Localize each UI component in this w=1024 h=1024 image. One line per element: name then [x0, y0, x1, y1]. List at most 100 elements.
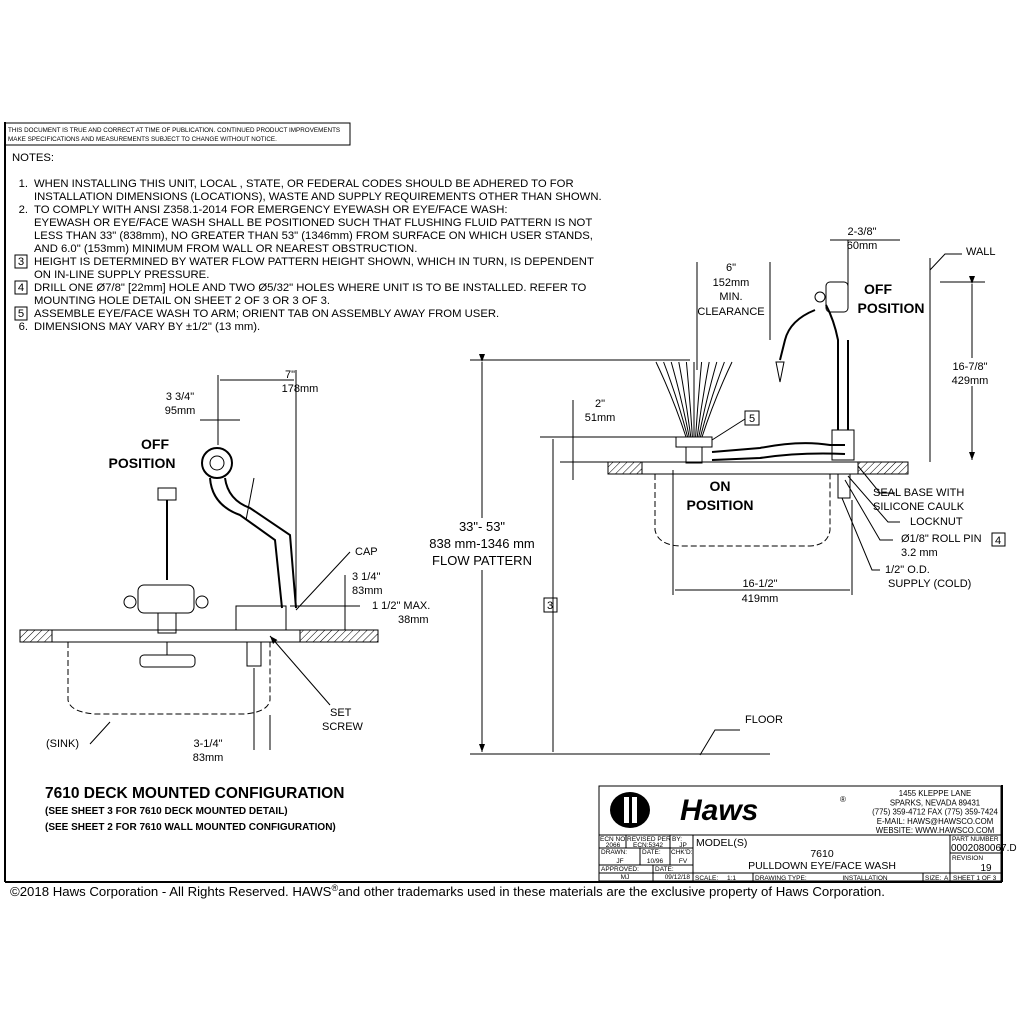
off-position-label: OFF: [141, 436, 169, 452]
part-number-label: PART NUMBER: [952, 836, 999, 843]
address-line: (775) 359-4712 FAX (775) 359-7424: [872, 808, 998, 817]
note-line: DRILL ONE Ø7/8" [22mm] HOLE AND TWO Ø5/3…: [34, 282, 587, 294]
roll-pin-label: 3.2 mm: [901, 547, 938, 559]
drawing-type-label: DRAWING TYPE:: [755, 875, 807, 882]
dimension-label: CLEARANCE: [697, 306, 764, 318]
approved-date-value: 09/12/18: [665, 874, 691, 881]
by-value: JP: [679, 842, 687, 849]
address-line: WEBSITE: WWW.HAWSCO.COM: [876, 826, 994, 835]
scale-value: 1:1: [727, 875, 736, 882]
note-marker: 6.: [19, 321, 28, 333]
configuration-title: 7610 DECK MOUNTED CONFIGURATION: [45, 785, 344, 802]
approved-date-label: DATE:: [655, 866, 674, 873]
model-description: PULLDOWN EYE/FACE WASH: [748, 860, 896, 872]
spray-stream: [663, 361, 689, 438]
on-position-label: POSITION: [687, 497, 754, 513]
seal-base-label: SEAL BASE WITH: [873, 487, 964, 499]
note-line: ASSEMBLE EYE/FACE WASH TO ARM; ORIENT TA…: [34, 308, 499, 320]
dimension-label: MIN.: [719, 291, 742, 303]
dimension-label: 51mm: [585, 412, 616, 424]
off-position-label: OFF: [864, 281, 892, 297]
floor-label: FLOOR: [745, 714, 783, 726]
registered-mark: ®: [840, 795, 846, 804]
spray-stream: [699, 361, 725, 438]
checked-value: FV: [679, 858, 688, 865]
dimension-label: 429mm: [952, 375, 989, 387]
spray-stream: [696, 361, 710, 438]
spray-stream: [678, 361, 692, 438]
ecn-value: 2066: [606, 842, 621, 849]
drawing-type-value: INSTALLATION: [842, 875, 888, 882]
part-number: 0002080067.D: [951, 843, 1017, 854]
faucet-side: [201, 447, 297, 667]
wall-label: WALL: [966, 246, 996, 258]
sink-label: (SINK): [46, 738, 79, 750]
deck-mount-front-view: 6" 152mm MIN. CLEARANCE 2" 51mm 5 2-3/8"…: [560, 226, 1006, 605]
dimension-label: 2-3/8": [848, 226, 877, 238]
sheet-number: SHEET 1 OF 3: [953, 875, 997, 882]
dimension-label: 16-1/2": [742, 578, 777, 590]
note-marker: 4: [18, 282, 24, 294]
spray-stream: [670, 361, 690, 438]
address-line: E-MAIL: HAWS@HAWSCO.COM: [877, 817, 994, 826]
note-line: AND 6.0" (153mm) MINIMUM FROM WALL OR NE…: [34, 243, 417, 255]
note-ref-5: 5: [749, 413, 755, 425]
dimension-label: 2": [595, 398, 605, 410]
note-item: 2.TO COMPLY WITH ANSI Z358.1-2014 FOR EM…: [19, 204, 593, 255]
note-marker-box: [14, 306, 28, 321]
roll-pin-label: Ø1/8" ROLL PIN: [901, 533, 982, 545]
seal-base-label: SILICONE CAULK: [873, 501, 965, 513]
dimension-label: 16-7/8": [952, 361, 987, 373]
notes: NOTES: 1. WHEN INSTALLING THIS UNIT, LOCA…: [12, 152, 602, 333]
spray-stream: [701, 361, 733, 438]
off-position-label: POSITION: [858, 300, 925, 316]
note-item: 4 DRILL ONE Ø7/8" [22mm] HOLE AND TWO Ø5/…: [14, 280, 587, 307]
note-marker: 2.: [19, 204, 28, 216]
note-marker: 3: [18, 256, 24, 268]
dimension-label: 6": [726, 262, 736, 274]
revision-label: REVISION: [952, 855, 983, 862]
note-ref-4: 4: [995, 535, 1001, 547]
address-line: 1455 KLEPPE LANE: [899, 789, 971, 798]
on-position-label: ON: [710, 478, 731, 494]
dimension-label: 60mm: [847, 240, 878, 252]
notes-heading: NOTES:: [12, 152, 54, 164]
note-marker-box: [14, 254, 28, 269]
configuration-note: (SEE SHEET 3 FOR 7610 DECK MOUNTED DETAI…: [45, 806, 288, 817]
note-marker-box: [14, 280, 28, 295]
note-ref-3: 3: [547, 600, 553, 612]
approved-value: MJ: [621, 874, 630, 881]
note-marker: 1.: [19, 178, 28, 190]
flow-pattern-label: FLOW PATTERN: [432, 553, 532, 568]
dimension-label: 178mm: [282, 383, 319, 395]
note-line: INSTALLATION DIMENSIONS (LOCATIONS), WAS…: [34, 191, 602, 203]
disclaimer-line: MAKE SPECIFICATIONS AND MEASUREMENTS SUB…: [8, 136, 277, 143]
copyright-line: ©2018 Haws Corporation - All Rights Rese…: [10, 883, 885, 899]
spray-pattern: [655, 361, 733, 438]
address-line: SPARKS, NEVADA 89431: [890, 798, 980, 807]
registered-mark: ®: [331, 883, 338, 893]
dimension-label: 7": [285, 369, 295, 381]
dimension-label: 152mm: [713, 277, 750, 289]
dimension-label: 419mm: [742, 593, 779, 605]
note-line: MOUNTING HOLE DETAIL ON SHEET 2 OF 3 OR …: [34, 295, 330, 307]
note-line: DIMENSIONS MAY VARY BY ±1/2" (13 mm).: [34, 321, 260, 333]
locknut-label: LOCKNUT: [910, 516, 963, 528]
spray-stream: [685, 361, 693, 438]
scale-label: SCALE:: [695, 875, 718, 882]
flow-pattern-label: 33"- 53": [459, 519, 505, 534]
configuration-note: (SEE SHEET 2 FOR 7610 WALL MOUNTED CONFI…: [45, 822, 336, 833]
ecn-label: ECN NO.: [600, 836, 627, 843]
set-screw-label: SET: [330, 707, 352, 719]
revised-value: ECN:5342: [633, 842, 663, 849]
size-value: A: [944, 875, 949, 882]
configuration-caption: 7610 DECK MOUNTED CONFIGURATION (SEE SHE…: [45, 785, 344, 833]
drawing-frame: [4, 122, 1003, 883]
size-label: SIZE:: [925, 875, 941, 882]
model-number: 7610: [810, 848, 834, 860]
note-line: WHEN INSTALLING THIS UNIT, LOCAL , STATE…: [34, 178, 574, 190]
dimension-label: 3 3/4": [166, 391, 194, 403]
approved-label: APPROVED:: [601, 866, 639, 873]
disclaimer-line: THIS DOCUMENT IS TRUE AND CORRECT AT TIM…: [8, 127, 340, 134]
